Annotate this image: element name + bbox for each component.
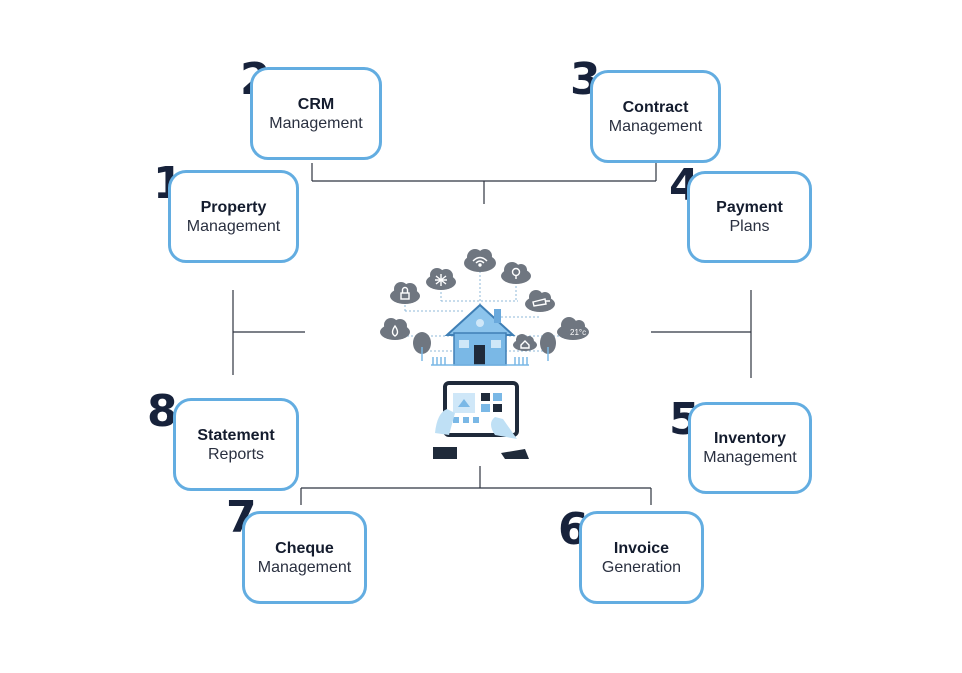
lightbulb-cloud-icon (501, 262, 531, 284)
home-cloud-icon (513, 334, 537, 351)
module-title: Invoice (613, 539, 670, 557)
thermometer-cloud-icon (557, 317, 589, 340)
module-title: Statement (197, 426, 275, 444)
module-subtitle: Management (269, 114, 363, 132)
module-box-payment: Payment Plans (687, 171, 812, 263)
module-box-inventory: Inventory Management (688, 402, 812, 494)
module-title: Cheque (275, 539, 334, 557)
cloud-glyphs (391, 256, 550, 349)
module-subtitle: Management (703, 449, 797, 466)
module-box-cheque: Cheque Management (242, 511, 367, 604)
module-subtitle: Management (257, 558, 352, 576)
module-title: Contract (622, 98, 689, 116)
module-box-property: Property Management (168, 170, 299, 263)
temperature-label: 21°c (570, 328, 586, 337)
house-icon (431, 303, 529, 366)
hands-icon (433, 409, 529, 459)
module-title: Inventory (713, 430, 786, 447)
module-title: Payment (716, 199, 783, 216)
module-title: Property (200, 198, 267, 216)
step-number-8: 8 (147, 386, 178, 437)
module-box-invoice: Invoice Generation (579, 511, 704, 604)
module-subtitle: Generation (601, 558, 682, 576)
module-box-crm: CRM Management (250, 67, 382, 160)
module-subtitle: Reports (207, 445, 265, 463)
module-title: CRM (297, 95, 335, 113)
module-subtitle: Plans (729, 218, 770, 235)
module-box-statement: Statement Reports (173, 398, 299, 491)
module-box-contract: Contract Management (590, 70, 721, 163)
module-subtitle: Management (608, 117, 703, 135)
camera-cloud-icon (525, 290, 555, 312)
module-subtitle: Management (186, 217, 281, 235)
smart-home-illustration: 21°c (380, 249, 589, 459)
tree-icons (413, 332, 556, 361)
